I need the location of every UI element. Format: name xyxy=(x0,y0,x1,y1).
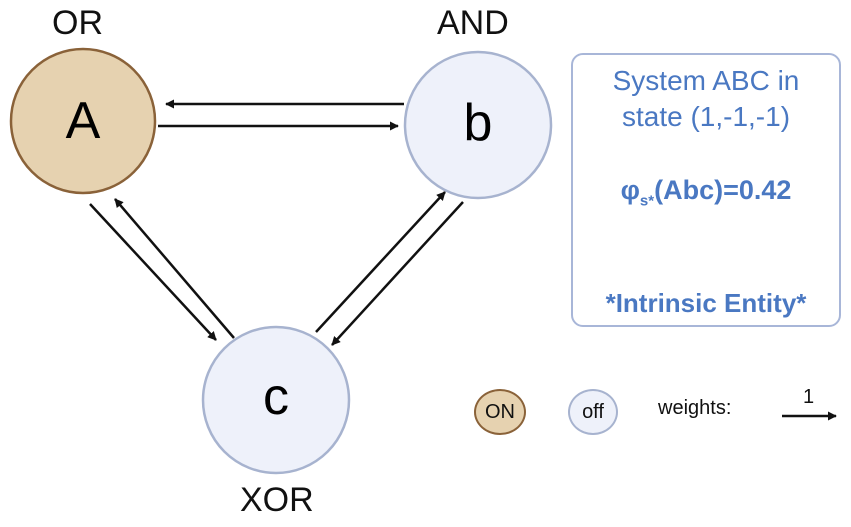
gate-label-xor: XOR xyxy=(240,481,314,519)
edge-b-to-c xyxy=(331,201,464,346)
legend-weight-arrow xyxy=(782,411,837,421)
legend-off-label: off xyxy=(582,400,604,423)
info-box: System ABC in state (1,-1,-1) φs*(Abc)=0… xyxy=(571,53,841,327)
legend-weights-label: weights: xyxy=(658,397,732,419)
legend-on-label: ON xyxy=(485,400,515,423)
phi-symbol: φ xyxy=(620,175,640,205)
edge-c-to-a xyxy=(114,198,235,339)
gate-label-or: OR xyxy=(52,4,103,42)
gate-label-and: AND xyxy=(437,4,509,42)
legend-on-circle: ON xyxy=(474,389,526,435)
network-diagram: A b c xyxy=(9,47,553,475)
node-a-letter: A xyxy=(66,92,101,150)
phi-expression: (Abc)=0.42 xyxy=(654,175,792,205)
node-b-letter: b xyxy=(464,94,493,152)
edge-c-to-b xyxy=(315,191,446,333)
info-line-1: System ABC in xyxy=(612,65,800,96)
info-line-2: state (1,-1,-1) xyxy=(621,101,791,132)
phi-subscript: s* xyxy=(639,192,655,210)
legend-off-circle: off xyxy=(568,389,618,435)
node-c-circle xyxy=(201,325,351,475)
node-a-circle xyxy=(9,47,157,195)
node-b-circle xyxy=(403,50,553,200)
phi-value: φs*(Abc)=0.42 xyxy=(573,175,839,209)
intrinsic-entity-label: *Intrinsic Entity* xyxy=(605,288,807,318)
node-c-letter: c xyxy=(263,368,289,426)
legend-weight-value: 1 xyxy=(803,386,815,408)
edge-a-to-c xyxy=(89,203,217,341)
